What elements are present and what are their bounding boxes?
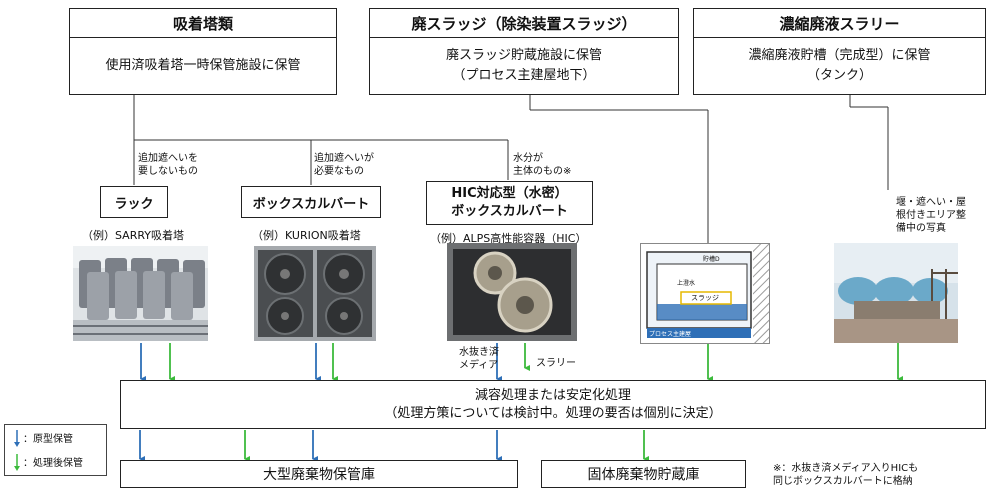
footnote: ※：水抜き済メディア入りHICも 同じボックスカルバートに格納: [773, 463, 919, 487]
tank-label-building: プロセス主建屋: [649, 331, 692, 338]
legend-original-label: ：原型保管: [23, 434, 73, 445]
adsorption-body: 使用済吸着塔一時保管施設に保管: [69, 37, 337, 95]
legend-treated-label: ：処理後保管: [23, 458, 83, 469]
kurion-photo: [254, 246, 376, 341]
sarry-photo: [73, 246, 208, 341]
hic-photo: [447, 243, 577, 341]
slurry-header-text: 濃縮廃液スラリー: [779, 14, 900, 33]
tank-area-photo: [834, 243, 958, 343]
sludge-header-text: 廃スラッジ（除染装置スラッジ）: [411, 14, 637, 33]
adsorption-body-text: 使用済吸着塔一時保管施設に保管: [105, 58, 301, 73]
rack-box: ラック: [100, 186, 168, 218]
slurry-body: 濃縮廃液貯槽（完成型）に保管 （タンク）: [693, 37, 986, 95]
label-slurry: スラリー: [536, 358, 576, 369]
process-line2: （処理方策については検討中。処理の要否は個別に決定）: [384, 406, 722, 421]
tank-diagram: 貯槽D 上澄水 スラッジ プロセス主建屋: [640, 243, 770, 344]
box-culvert-label: ボックスカルバート: [252, 196, 370, 212]
sludge-header: 廃スラッジ（除染装置スラッジ）: [369, 8, 679, 38]
box-culvert-box: ボックスカルバート: [241, 186, 381, 218]
sludge-body: 廃スラッジ貯蔵施設に保管 （プロセス主建屋地下）: [369, 37, 679, 95]
large-waste-box: 大型廃棄物保管庫: [120, 460, 518, 488]
rack-label: ラック: [114, 196, 154, 212]
legend-arrows: [14, 430, 20, 471]
legend: ：原型保管 ：処理後保管: [4, 424, 107, 476]
tank-label-sludge: スラッジ: [691, 294, 719, 302]
example-kurion: （例）KURION吸着塔: [252, 229, 361, 242]
example-alps: （例）ALPS高性能容器（HIC）: [430, 232, 587, 245]
note-photo: 堰・遮へい・屋 根付きエリア整 備中の写真: [896, 197, 966, 234]
hic-box-culvert-label: HIC対応型（水密） ボックスカルバート: [451, 186, 568, 219]
note-no-shield: 追加遮へいを 要しないもの: [138, 153, 198, 177]
label-drained-media: 水抜き済 メディア: [459, 347, 499, 371]
example-sarry: （例）SARRY吸着塔: [82, 229, 185, 242]
large-waste-label: 大型廃棄物保管庫: [263, 467, 375, 483]
note-need-shield: 追加遮へいが 必要なもの: [314, 153, 374, 177]
hic-box-culvert-box: HIC対応型（水密） ボックスカルバート: [426, 181, 593, 225]
slurry-header: 濃縮廃液スラリー: [693, 8, 986, 38]
process-box: 減容処理または安定化処理 （処理方策については検討中。処理の要否は個別に決定）: [120, 380, 986, 429]
tank-label-supernatant: 上澄水: [677, 280, 696, 287]
adsorption-header-text: 吸着塔類: [172, 14, 233, 33]
solid-waste-label: 固体廃棄物貯蔵庫: [587, 467, 700, 483]
note-water: 水分が 主体のもの※: [513, 153, 572, 177]
slurry-body-text: 濃縮廃液貯槽（完成型）に保管 （タンク）: [748, 48, 931, 83]
tank-label-d: 貯槽D: [703, 256, 720, 263]
solid-waste-box: 固体廃棄物貯蔵庫: [541, 460, 746, 488]
adsorption-header: 吸着塔類: [69, 8, 337, 38]
process-line1: 減容処理または安定化処理: [474, 388, 631, 403]
sludge-body-text: 廃スラッジ貯蔵施設に保管 （プロセス主建屋地下）: [445, 48, 602, 83]
